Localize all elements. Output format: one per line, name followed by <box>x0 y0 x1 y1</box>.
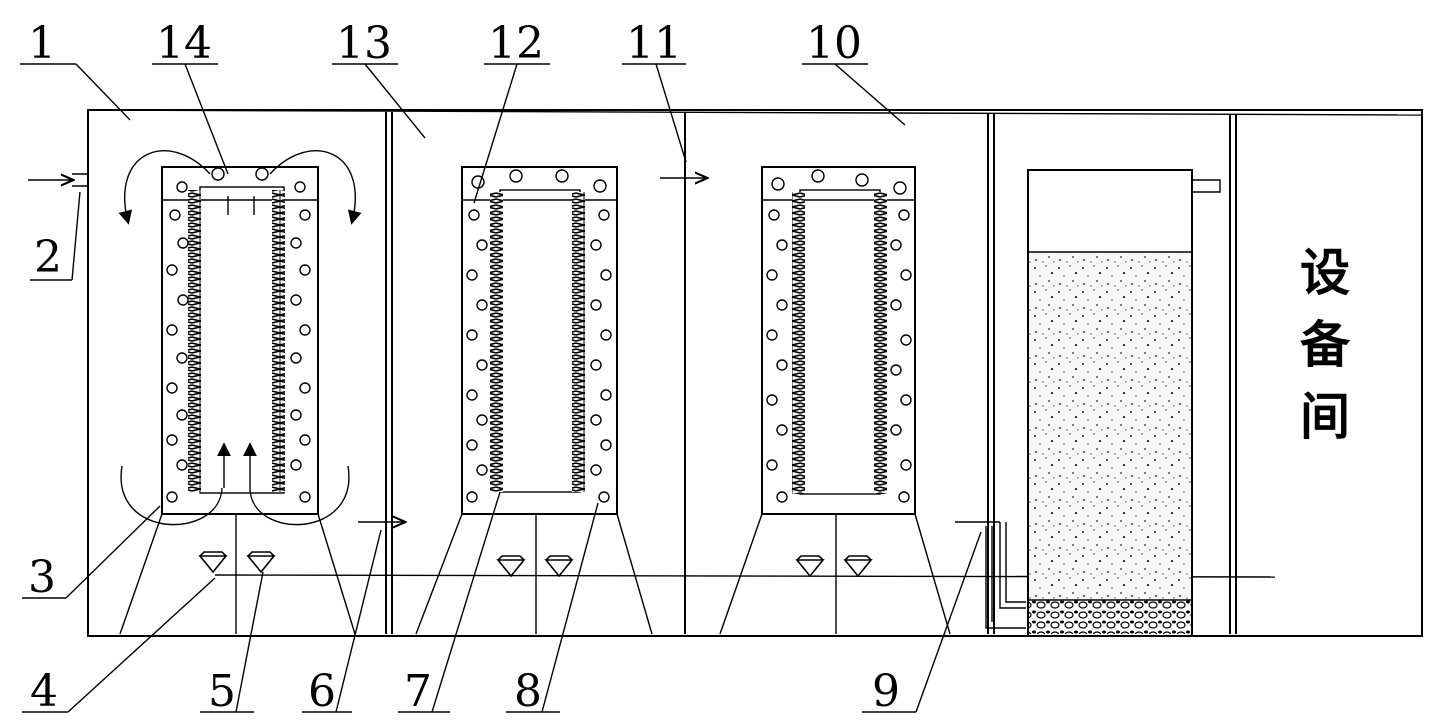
label-13: 13 <box>336 18 392 69</box>
label-14: 14 <box>156 18 212 69</box>
draft-tube-1 <box>199 186 285 494</box>
filter-gravel-layer <box>1029 600 1191 634</box>
label-2: 2 <box>34 232 62 283</box>
label-11: 11 <box>626 18 682 69</box>
label-6: 6 <box>308 666 336 717</box>
label-8: 8 <box>514 666 542 717</box>
equipment-room-char-2: 备 <box>1300 316 1351 374</box>
filter-column <box>1027 169 1221 637</box>
brush-media-1b <box>272 190 285 492</box>
label-9: 9 <box>872 666 900 717</box>
circulation-arrow-right <box>269 150 362 225</box>
label-10: 10 <box>806 18 862 69</box>
reactor-module-1 <box>28 150 362 635</box>
leader-lines <box>20 63 982 713</box>
reactor-module-3 <box>719 166 951 635</box>
aeration-bubbles <box>166 167 912 503</box>
brush-media-3b <box>874 192 887 494</box>
draft-tube-2 <box>499 189 581 493</box>
brush-media-2a <box>490 192 503 492</box>
label-4: 4 <box>30 666 58 717</box>
label-3: 3 <box>28 552 56 603</box>
filter-sand-layer <box>1029 252 1191 600</box>
tank-top-edge <box>87 109 1423 116</box>
label-1: 1 <box>28 18 56 69</box>
equipment-room-char-3: 间 <box>1300 388 1350 446</box>
draft-tube-3 <box>799 189 881 495</box>
equipment-room-char-1: 设 <box>1300 244 1350 302</box>
brush-media-1a <box>188 190 201 492</box>
label-7: 7 <box>404 666 432 717</box>
brush-media-2b <box>572 192 585 492</box>
reactor-module-2 <box>415 166 653 635</box>
label-5: 5 <box>208 666 236 717</box>
brush-media-3a <box>792 192 805 494</box>
label-12: 12 <box>488 18 544 69</box>
circulation-arrow-left <box>118 150 211 225</box>
outer-tank <box>87 109 1423 637</box>
diffusers <box>198 551 873 578</box>
